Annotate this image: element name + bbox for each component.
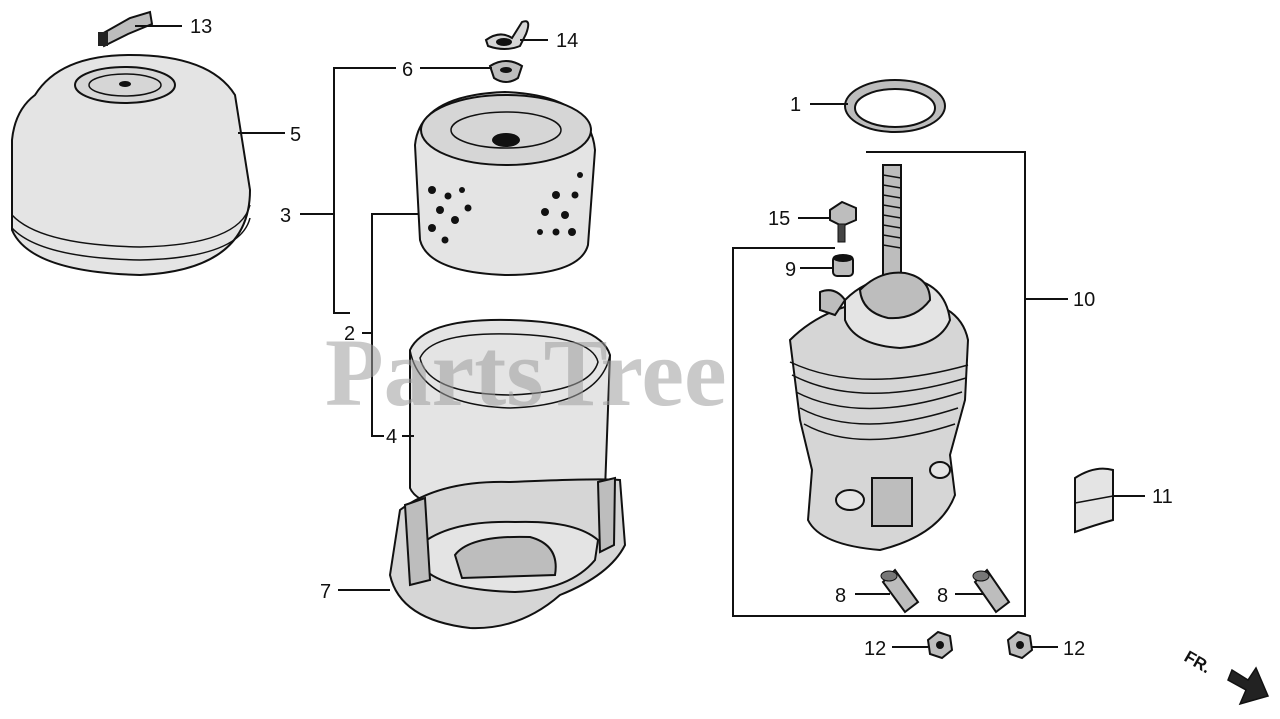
front-label: FR. <box>1181 647 1214 677</box>
callout-9: 9 <box>785 259 796 281</box>
gasket-1 <box>844 79 946 133</box>
grommet-6 <box>488 60 524 83</box>
callout-15: 15 <box>768 208 790 230</box>
callout-1: 1 <box>790 94 801 116</box>
callout-12b: 12 <box>1063 638 1085 660</box>
air-cleaner-cover <box>11 53 252 277</box>
air-filter-element <box>413 90 597 277</box>
callout-13: 13 <box>190 16 212 38</box>
callout-8b: 8 <box>937 585 948 607</box>
callout-2: 2 <box>344 323 355 345</box>
leader-lines <box>135 25 1145 648</box>
wing-bolt-13 <box>98 10 154 48</box>
callout-7: 7 <box>320 581 331 603</box>
callout-3: 3 <box>280 205 291 227</box>
callout-11: 11 <box>1152 486 1173 508</box>
callout-8a: 8 <box>835 585 846 607</box>
callout-10: 10 <box>1073 289 1095 311</box>
air-cleaner-elbow-10 <box>788 164 970 552</box>
nut-12a <box>926 630 954 660</box>
tube-8a <box>880 568 920 614</box>
callout-6: 6 <box>402 59 413 81</box>
wing-nut-14 <box>484 20 530 50</box>
callout-14: 14 <box>556 30 578 52</box>
watermark: PartsTree <box>325 319 727 426</box>
callout-5: 5 <box>290 124 301 146</box>
bolt-15 <box>829 200 857 243</box>
tube-8b <box>972 568 1011 614</box>
collar-9 <box>832 254 854 277</box>
front-direction-arrow <box>1227 666 1270 706</box>
air-cleaner-case-7 <box>388 476 627 630</box>
label-11 <box>1074 467 1114 534</box>
nut-12b <box>1006 630 1034 660</box>
callout-4: 4 <box>386 426 397 448</box>
callout-12a: 12 <box>864 638 886 660</box>
